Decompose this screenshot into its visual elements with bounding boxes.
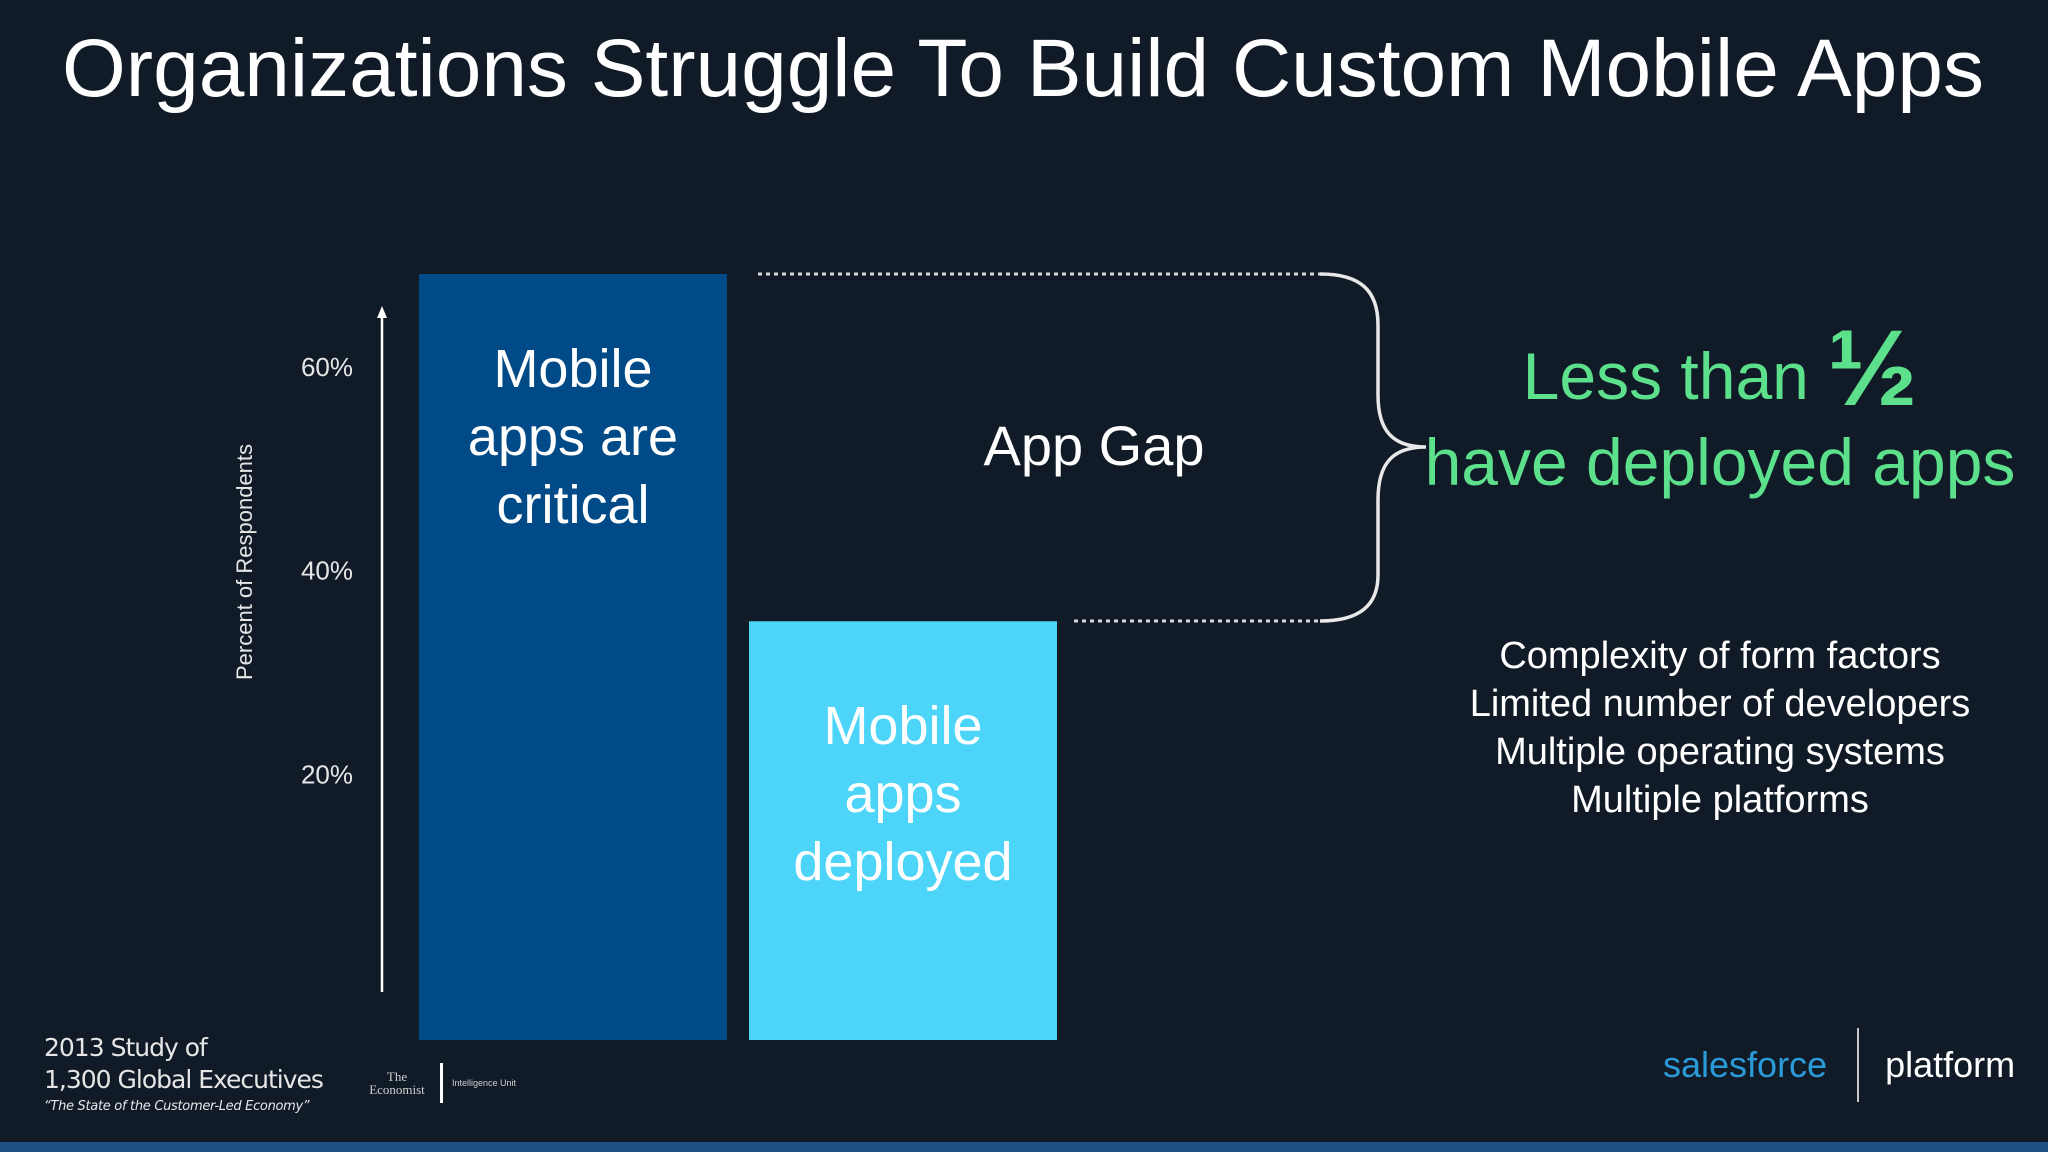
y-axis: Percent of Respondents (232, 306, 387, 992)
bar-label-line: Mobile (493, 339, 652, 399)
bar-label-line: critical (496, 475, 649, 535)
economist-logo-divider (440, 1063, 443, 1103)
slide-title: Organizations Struggle To Build Custom M… (62, 23, 1984, 114)
reason-item: Complexity of form factors (1499, 635, 1941, 677)
bar-label-line: apps are (468, 407, 678, 467)
callout-rest: have deployed apps (1424, 425, 2016, 499)
y-tick-label: 20% (301, 759, 353, 789)
bottom-strip (0, 1142, 2048, 1152)
salesforce-wordmark: salesforce (1663, 1044, 1828, 1085)
logo-divider (1857, 1028, 1860, 1102)
reason-item: Multiple platforms (1571, 779, 1869, 821)
reason-item: Multiple operating systems (1495, 731, 1945, 773)
bar (419, 274, 727, 1040)
bar (749, 621, 1057, 1040)
salesforce-platform-logo: salesforce platform (1663, 1028, 2015, 1102)
y-axis-label: Percent of Respondents (232, 444, 257, 680)
platform-wordmark: platform (1885, 1044, 2016, 1085)
economist-logo-right: Intelligence Unit (451, 1077, 517, 1088)
source-note: 2013 Study of 1,300 Global Executives “T… (44, 1032, 324, 1118)
app-gap-annotation: App Gap (758, 272, 1427, 623)
bar-label-line: deployed (793, 832, 1012, 892)
reasons-list: Complexity of form factors Limited numbe… (1380, 632, 2048, 824)
callout-fraction: ½ (1827, 307, 1918, 428)
curly-brace (1319, 272, 1427, 623)
y-tick-label: 40% (301, 556, 353, 586)
bar-label-line: Mobile (823, 696, 982, 756)
economist-logo: The Economist Intelligence Unit (358, 1063, 517, 1103)
y-tick-label: 60% (301, 352, 353, 382)
source-line-2: 1,300 Global Executives (44, 1065, 324, 1094)
app-gap-label: App Gap (983, 414, 1204, 477)
callout: Less than ½ have deployed apps (1380, 314, 2048, 505)
callout-less-than: Less than (1522, 339, 1809, 413)
economist-logo-left: The Economist (369, 1069, 425, 1097)
y-axis-arrowhead (377, 306, 387, 318)
y-axis-ticks: 20% 40% 60% (301, 352, 353, 789)
source-line-1: 2013 Study of (44, 1033, 208, 1062)
reason-item: Limited number of developers (1469, 683, 1971, 725)
bar-label-line: apps (844, 764, 961, 824)
source-line-3: “The State of the Customer-Led Economy” (44, 1099, 310, 1114)
